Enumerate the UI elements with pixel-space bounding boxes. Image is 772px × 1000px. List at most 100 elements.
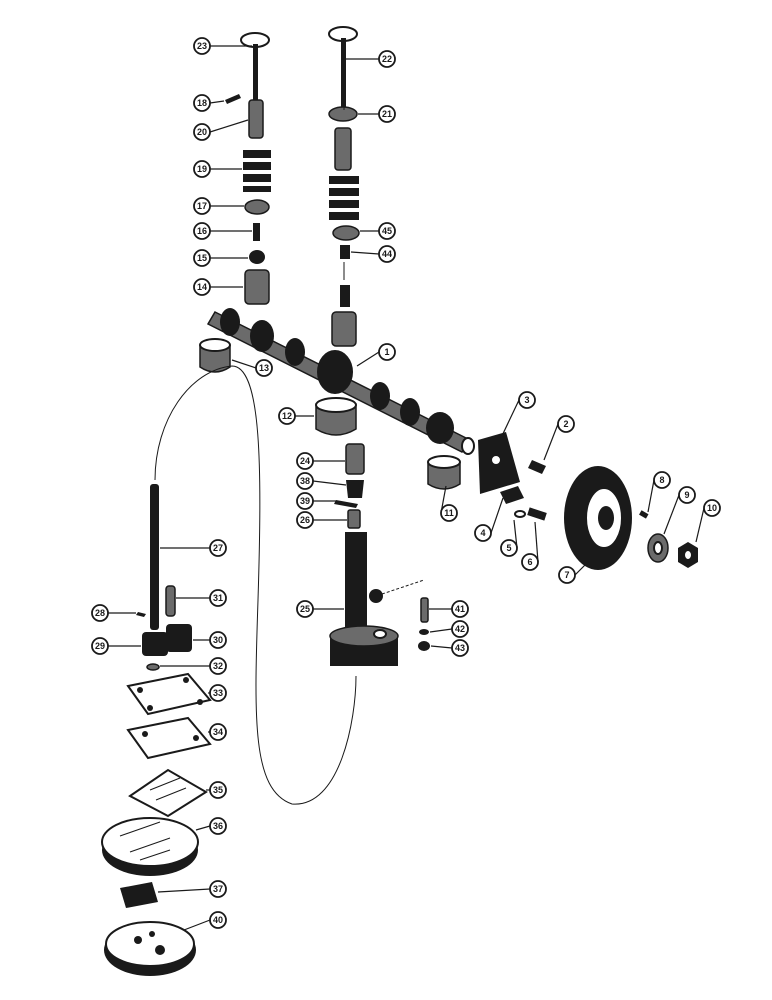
- callout-leader-4: [490, 497, 504, 534]
- callout-circle-18: [193, 94, 211, 112]
- callout-circle-45: [378, 222, 396, 240]
- callout-number-34: 34: [213, 727, 223, 737]
- callout-circle-1: [378, 343, 396, 361]
- callout-number-11: 11: [444, 508, 454, 518]
- callout-circle-4: [474, 524, 492, 542]
- callout-number-25: 25: [300, 604, 310, 614]
- callout-circle-5: [500, 539, 518, 557]
- callout-circle-41: [451, 600, 469, 618]
- callout-number-43: 43: [455, 643, 465, 653]
- callout-number-27: 27: [213, 543, 223, 553]
- callout-circle-23: [193, 37, 211, 55]
- callout-number-26: 26: [300, 515, 310, 525]
- callout-circle-28: [91, 604, 109, 622]
- callout-leader-43: [430, 645, 453, 649]
- callout-leader-10: [695, 507, 705, 543]
- left-valve-assembly: [225, 32, 271, 305]
- callout-number-10: 10: [707, 503, 717, 513]
- callout-number-44: 44: [382, 249, 392, 259]
- callout-number-23: 23: [197, 41, 207, 51]
- callout-circle-11: [440, 504, 458, 522]
- callout-circle-14: [193, 278, 211, 296]
- callout-number-5: 5: [506, 543, 511, 553]
- callout-number-17: 17: [197, 201, 207, 211]
- callout-circle-10: [703, 499, 721, 517]
- callout-number-2: 2: [563, 419, 568, 429]
- callout-circle-9: [678, 486, 696, 504]
- thrust-plate: [478, 432, 547, 521]
- callout-number-4: 4: [480, 528, 485, 538]
- callout-circle-35: [209, 781, 227, 799]
- callout-circle-21: [378, 105, 396, 123]
- callout-number-35: 35: [213, 785, 223, 795]
- callout-circle-16: [193, 222, 211, 240]
- camshaft: [206, 308, 475, 455]
- callout-number-38: 38: [300, 476, 310, 486]
- callout-number-24: 24: [300, 456, 310, 466]
- callout-circle-36: [209, 817, 227, 835]
- oil-pan: [104, 921, 196, 976]
- callout-circle-20: [193, 123, 211, 141]
- callout-number-15: 15: [197, 253, 207, 263]
- callout-leader-9: [663, 494, 680, 535]
- callout-number-6: 6: [527, 557, 532, 567]
- callout-number-30: 30: [213, 635, 223, 645]
- callout-circle-24: [296, 452, 314, 470]
- callout-number-14: 14: [197, 282, 207, 292]
- callout-circle-2: [557, 415, 575, 433]
- callout-leader-3: [499, 399, 520, 441]
- assembly-chain-line: [154, 365, 357, 805]
- callout-circle-7: [558, 566, 576, 584]
- callout-number-33: 33: [213, 688, 223, 698]
- callout-circle-12: [278, 407, 296, 425]
- bearing-13: [199, 338, 231, 373]
- callout-circle-15: [193, 249, 211, 267]
- callout-number-36: 36: [213, 821, 223, 831]
- callout-number-13: 13: [259, 363, 269, 373]
- callout-circle-29: [91, 637, 109, 655]
- callout-circle-43: [451, 639, 469, 657]
- callout-leader-6: [534, 521, 539, 563]
- callout-circle-34: [209, 723, 227, 741]
- callout-circle-44: [378, 245, 396, 263]
- callout-leader-20: [209, 119, 249, 133]
- callout-number-32: 32: [213, 661, 223, 671]
- callout-number-18: 18: [197, 98, 207, 108]
- callout-circle-31: [209, 589, 227, 607]
- callout-number-40: 40: [213, 915, 223, 925]
- right-valve-assembly: [328, 26, 360, 347]
- callout-leader-13: [231, 359, 257, 369]
- callout-number-7: 7: [564, 570, 569, 580]
- callout-number-20: 20: [197, 127, 207, 137]
- callout-number-19: 19: [197, 164, 207, 174]
- callout-leader-40: [183, 919, 211, 931]
- callout-number-8: 8: [659, 475, 664, 485]
- callout-number-22: 22: [382, 54, 392, 64]
- callout-leader-38: [312, 480, 347, 486]
- distributor-drive: [329, 443, 425, 666]
- callout-number-31: 31: [213, 593, 223, 603]
- oil-pump-shaft: [136, 484, 192, 671]
- callout-number-39: 39: [300, 496, 310, 506]
- bearing-12: [315, 397, 357, 436]
- callout-number-37: 37: [213, 884, 223, 894]
- callout-circle-40: [209, 911, 227, 929]
- callout-leader-18: [209, 100, 225, 104]
- callout-number-21: 21: [382, 109, 392, 119]
- callout-leader-8: [647, 479, 655, 513]
- callout-number-3: 3: [524, 395, 529, 405]
- callout-circle-30: [209, 631, 227, 649]
- callout-leader-44: [350, 251, 380, 255]
- timing-gear: [564, 466, 632, 570]
- callout-number-12: 12: [282, 411, 292, 421]
- callout-number-28: 28: [95, 608, 105, 618]
- oil-pump-body: [101, 817, 199, 876]
- callout-leader-1: [356, 351, 380, 367]
- callout-leader-36: [195, 825, 211, 831]
- callout-number-29: 29: [95, 641, 105, 651]
- callout-circle-6: [521, 553, 539, 571]
- oil-pump-gasket: [126, 672, 212, 716]
- callout-circle-13: [255, 359, 273, 377]
- callout-number-9: 9: [684, 490, 689, 500]
